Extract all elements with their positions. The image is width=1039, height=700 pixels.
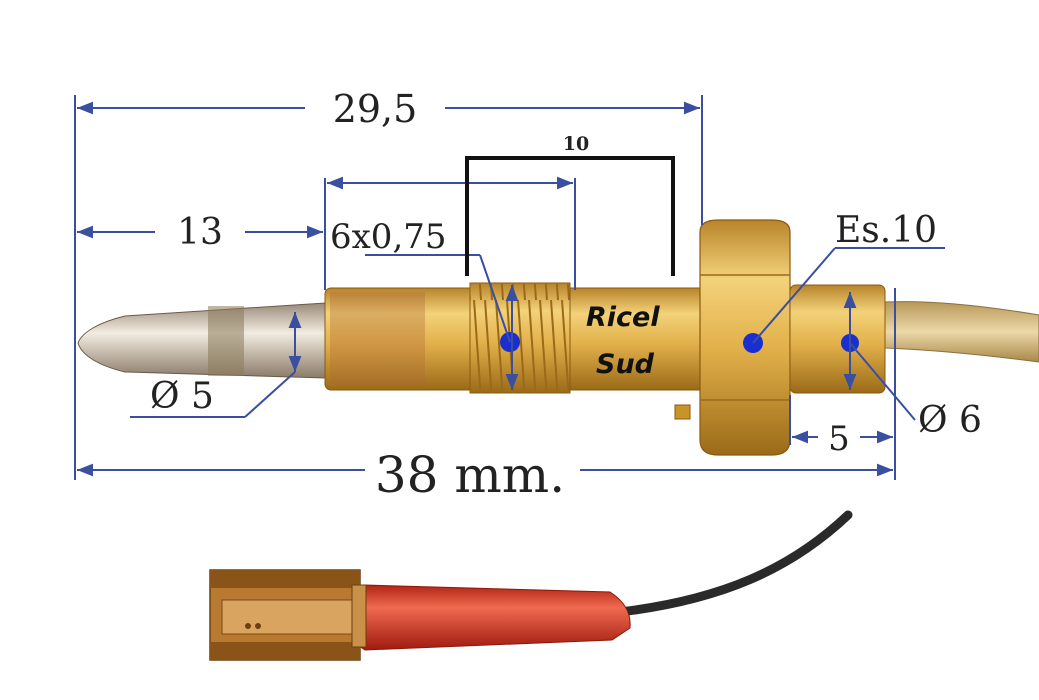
brand-line1: Ricel [586, 302, 660, 333]
length-bracket [465, 156, 675, 276]
label-tip-length: 13 [177, 212, 223, 253]
black-wire [615, 510, 853, 617]
thermocouple-probe [77, 219, 1039, 456]
brass-body-rough [330, 292, 425, 386]
flat-terminal [209, 569, 367, 661]
probe-tip [77, 302, 326, 379]
label-thread: 6x0,75 [330, 217, 447, 257]
shank [789, 284, 886, 394]
red-sleeve [349, 584, 631, 651]
dimension-lines [74, 95, 945, 480]
brand-section [569, 287, 701, 391]
label-shank-length: 5 [828, 419, 850, 459]
tip-band [208, 306, 244, 376]
label-total-length: 38 mm. [375, 446, 565, 504]
label-overall-top: 29,5 [333, 87, 418, 131]
brand-line2: Sud [596, 349, 655, 380]
label-hex: Es.10 [835, 210, 937, 251]
label-tip-diameter: Ø 5 [150, 376, 214, 417]
label-bracket-top: 10 [563, 133, 589, 155]
braided-cable [884, 301, 1039, 363]
label-shank-diameter: Ø 6 [918, 400, 982, 441]
thread-grooves [470, 283, 570, 393]
connector-assembly [209, 510, 853, 661]
